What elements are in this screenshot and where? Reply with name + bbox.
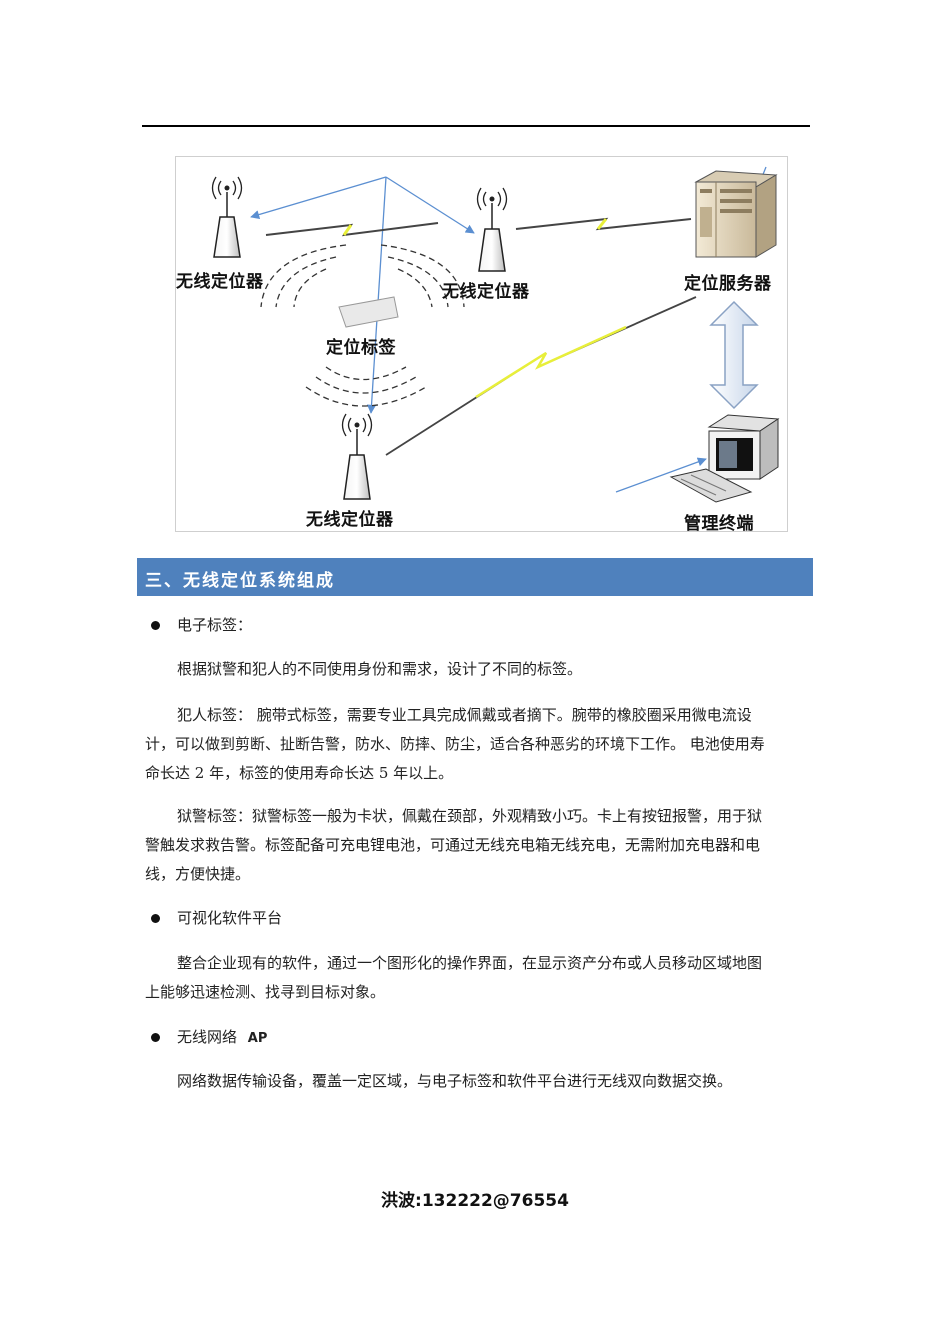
paragraph-network: 网络数据传输设备，覆盖一定区域，与电子标签和软件平台进行无线双向数据交换。 xyxy=(145,1067,805,1096)
label-server: 定位服务器 xyxy=(684,274,772,294)
paragraph-line: 上能够迅速检测、找寻到目标对象。 xyxy=(145,983,386,1001)
label-locator-bottom: 无线定位器 xyxy=(306,510,394,530)
paragraph-line: 根据狱警和犯人的不同使用身份和需求，设计了不同的标签。 xyxy=(177,660,583,678)
label-locator-left: 无线定位器 xyxy=(176,272,264,292)
bullet-dot xyxy=(151,621,160,630)
antenna-tower-icon-middle xyxy=(476,187,508,272)
paragraph-intro: 根据狱警和犯人的不同使用身份和需求，设计了不同的标签。 xyxy=(145,655,805,684)
footer-contact: 洪波:132222@76554 xyxy=(381,1191,569,1211)
bullet-platform: 可视化软件平台 xyxy=(177,909,283,927)
bullet-network: 无线网络 AP xyxy=(177,1023,267,1053)
top-rule xyxy=(142,125,810,127)
tag-icon xyxy=(338,296,399,328)
section-title: 三、无线定位系统组成 xyxy=(145,571,335,591)
label-tag: 定位标签 xyxy=(326,338,396,358)
bullet-dot xyxy=(151,1033,160,1042)
paragraph-guard-tag: 狱警标签：狱警标签一般为卡状，佩戴在颈部，外观精致小巧。卡上有按钮报警，用于狱 … xyxy=(145,802,805,889)
signal-arrows xyxy=(250,166,767,493)
section-header: 三、无线定位系统组成 xyxy=(137,558,813,596)
label-terminal: 管理终端 xyxy=(684,514,754,534)
diagram-canvas xyxy=(211,166,780,503)
paragraph-line: 计，可以做到剪断、扯断告警，防水、防摔、防尘，适合各种恶劣的环境下工作。 电池使… xyxy=(145,735,765,753)
server-icon xyxy=(694,170,778,258)
antenna-tower-icon-bottom xyxy=(341,413,373,500)
wireless-links xyxy=(265,217,697,456)
label-locator-middle: 无线定位器 xyxy=(442,282,530,302)
bullet-network-ap: AP xyxy=(247,1031,268,1046)
computer-terminal-icon xyxy=(669,414,780,503)
paragraph-line: 警触发求救告警。标签配备可充电锂电池，可通过无线充电箱无线充电，无需附加充电器和… xyxy=(145,836,761,854)
antenna-tower-icon-left xyxy=(211,176,243,258)
paragraph-line: 线，方便快捷。 xyxy=(145,865,251,883)
bullet-tag: 电子标签： xyxy=(177,616,253,634)
paragraph-line: 网络数据传输设备，覆盖一定区域，与电子标签和软件平台进行无线双向数据交换。 xyxy=(177,1072,733,1090)
double-arrow-icon xyxy=(709,300,759,410)
bullet-network-label: 无线网络 xyxy=(177,1028,238,1046)
paragraph-line: 犯人标签： 腕带式标签，需要专业工具完成佩戴或者摘下。腕带的橡胶圈采用微电流设 xyxy=(177,706,752,724)
paragraph-platform: 整合企业现有的软件，通过一个图形化的操作界面，在显示资产分布或人员移动区域地图 … xyxy=(145,949,805,1007)
paragraph-line: 命长达 2 年，标签的使用寿命长达 5 年以上。 xyxy=(145,764,454,782)
paragraph-line: 整合企业现有的软件，通过一个图形化的操作界面，在显示资产分布或人员移动区域地图 xyxy=(177,954,763,972)
positioning-system-diagram: 无线定位器 无线定位器 定位服务器 定位标签 无线定位器 管理终端 xyxy=(175,156,788,534)
paragraph-prisoner-tag: 犯人标签： 腕带式标签，需要专业工具完成佩戴或者摘下。腕带的橡胶圈采用微电流设 … xyxy=(145,701,805,788)
bullet-dot xyxy=(151,914,160,923)
tag-signal-rings xyxy=(260,244,465,407)
paragraph-line: 狱警标签：狱警标签一般为卡状，佩戴在颈部，外观精致小巧。卡上有按钮报警，用于狱 xyxy=(177,807,763,825)
